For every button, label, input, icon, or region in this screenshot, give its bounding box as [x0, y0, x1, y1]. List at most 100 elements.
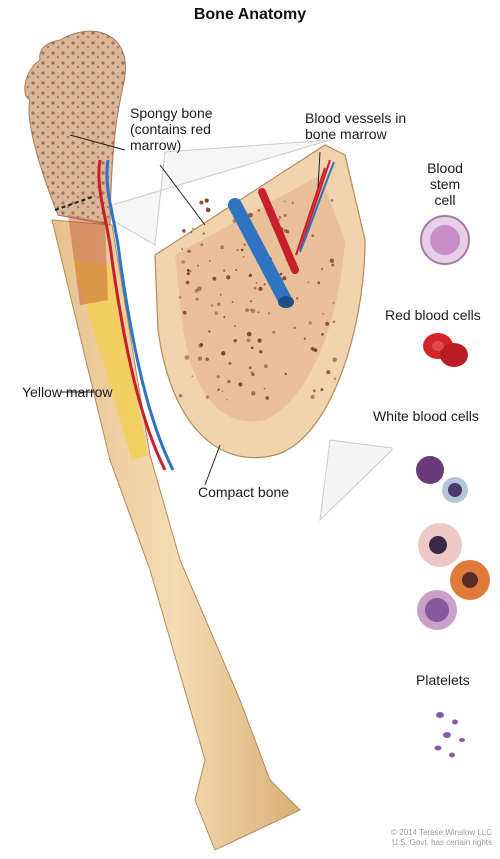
marrow-dot — [268, 312, 270, 314]
marrow-dot — [217, 389, 219, 391]
marrow-dot — [259, 350, 262, 353]
marrow-dot — [272, 331, 275, 334]
marrow-dot — [294, 327, 296, 329]
marrow-dot — [311, 395, 315, 399]
marrow-dot — [243, 256, 245, 258]
marrow-dot — [334, 378, 336, 380]
marrow-dot — [222, 391, 224, 393]
marrow-dot — [321, 333, 324, 336]
marrow-dot — [256, 282, 258, 284]
marrow-dot — [217, 375, 220, 378]
marrow-dot — [235, 269, 237, 271]
marrow-dot — [309, 321, 312, 324]
marrow-dot — [181, 248, 183, 250]
marrow-dot — [247, 338, 251, 342]
marrow-dot — [333, 321, 336, 324]
marrow-dot — [195, 289, 199, 293]
femur-head — [25, 31, 126, 225]
marrow-dot — [322, 313, 324, 315]
marrow-dot — [321, 388, 324, 391]
marrow-dot — [227, 380, 231, 384]
marrow-dot — [333, 302, 335, 304]
marrow-dot — [220, 245, 224, 249]
marrow-dot — [203, 232, 205, 234]
marrow-dot — [312, 348, 316, 352]
marrow-dot — [197, 265, 199, 267]
marrow-dot — [241, 249, 244, 252]
marrow-dot — [220, 294, 222, 296]
marrow-dot — [284, 214, 287, 217]
marrow-dot — [308, 282, 310, 284]
label-red-blood-cells: Red blood cells — [385, 307, 481, 323]
marrow-dot — [221, 351, 225, 355]
marrow-dot — [251, 391, 255, 395]
marrow-dot — [223, 269, 226, 272]
marrow-dot — [296, 297, 298, 299]
marrow-dot — [199, 201, 203, 205]
marrow-dot — [304, 338, 306, 340]
marrow-dot — [250, 300, 252, 302]
marrow-dot — [188, 250, 191, 253]
label-compact-bone: Compact bone — [198, 484, 289, 500]
marrow-dot — [206, 207, 208, 209]
marrow-dot — [191, 375, 193, 377]
label-platelets: Platelets — [416, 672, 470, 688]
marrow-dot — [215, 311, 219, 315]
marrow-dot — [249, 366, 252, 369]
marrow-dot — [190, 231, 192, 233]
marrow-dot — [232, 301, 234, 303]
marrow-dot — [213, 277, 217, 281]
marrow-dot — [226, 399, 228, 401]
marrow-dot — [208, 330, 210, 332]
marrow-dot — [325, 322, 329, 326]
marrow-dot — [321, 268, 323, 270]
marrow-dot — [185, 355, 190, 360]
marrow-dot — [265, 396, 269, 400]
marrow-dot — [278, 216, 281, 219]
marrow-dot — [292, 202, 294, 204]
marrow-dot — [183, 311, 187, 315]
label-spongy-bone: Spongy bone (contains red marrow) — [130, 105, 213, 153]
marrow-dot — [264, 283, 266, 285]
label-blood-stem-cell: Blood stem cell — [410, 160, 480, 208]
marrow-dot — [229, 362, 232, 365]
marrow-dot — [211, 304, 214, 307]
marrow-dot — [226, 275, 230, 279]
marrow-dot — [179, 296, 182, 299]
label-blood-vessels: Blood vessels in bone marrow — [305, 110, 406, 142]
marrow-dot — [200, 243, 203, 246]
marrow-dot — [258, 287, 262, 291]
marrow-dot — [251, 347, 254, 350]
marrow-dot — [186, 281, 190, 285]
marrow-dot — [236, 249, 238, 251]
section-vein-end — [278, 296, 294, 308]
page-title: Bone Anatomy — [0, 6, 500, 24]
red-blood-cells — [423, 333, 468, 367]
marrow-dot — [187, 272, 190, 275]
marrow-dot — [247, 332, 252, 337]
marrow-dot — [234, 339, 237, 342]
label-white-blood-cells: White blood cells — [373, 408, 479, 424]
copyright-credit: © 2014 Terese Winslow LLC U.S. Govt. has… — [391, 828, 492, 848]
marrow-dot — [311, 234, 314, 237]
marrow-dot — [284, 201, 286, 203]
marrow-dot — [206, 208, 211, 213]
marrow-dot — [332, 357, 337, 362]
marrow-dot — [313, 389, 316, 392]
marrow-dot — [284, 229, 288, 233]
marrow-dot — [258, 209, 260, 211]
marrow-dot — [258, 339, 262, 343]
marrow-dot — [187, 269, 190, 272]
white-blood-cells — [416, 456, 490, 630]
marrow-dot — [209, 260, 211, 262]
marrow-dot — [264, 388, 266, 390]
marrow-dot — [198, 356, 202, 360]
marrow-dot — [249, 274, 252, 277]
marrow-dot — [258, 311, 260, 313]
marrow-dot — [254, 287, 257, 290]
marrow-dot — [330, 259, 334, 263]
marrow-dot — [250, 309, 252, 311]
blood-stem-cell — [421, 216, 469, 264]
marrow-dot — [251, 309, 255, 313]
